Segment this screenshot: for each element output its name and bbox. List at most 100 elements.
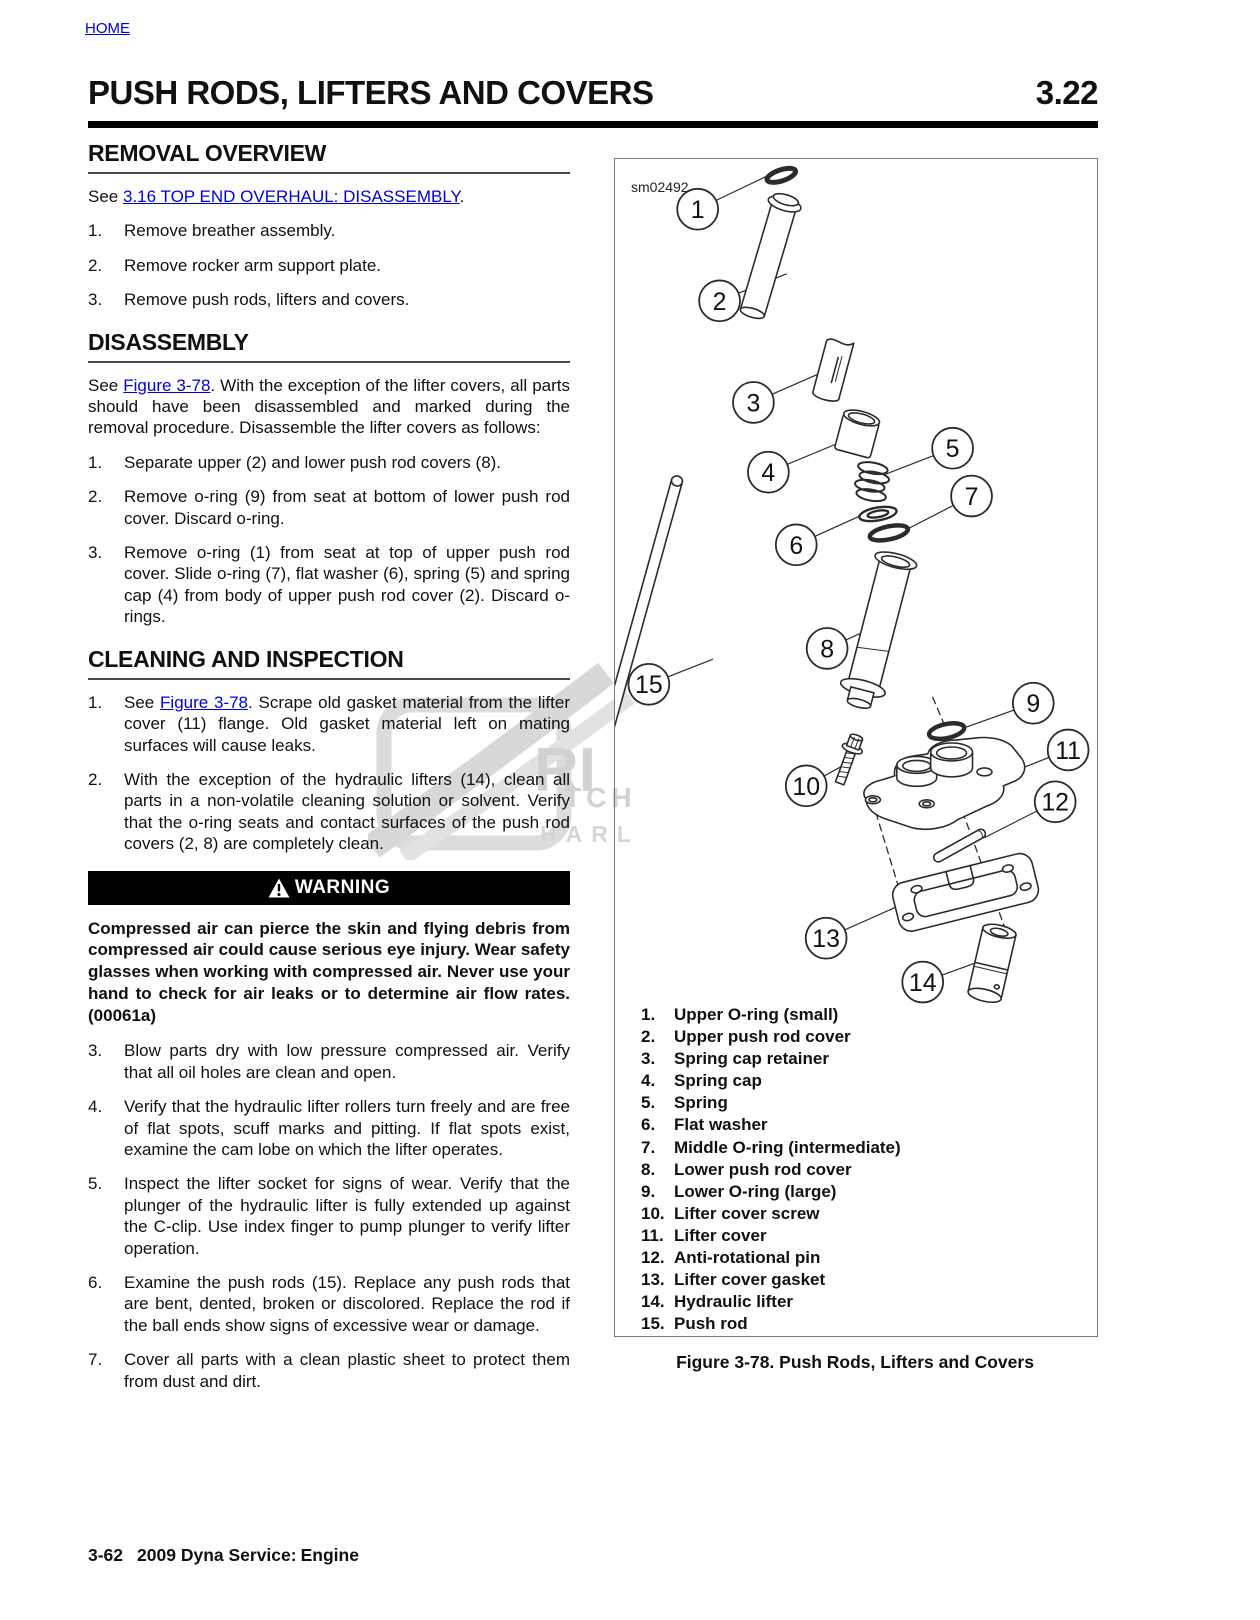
part-list-item: 8.Lower push rod cover bbox=[641, 1159, 1071, 1181]
callout-circle-3 bbox=[732, 381, 775, 424]
part-lower-o-ring bbox=[926, 721, 967, 742]
link-figure-3-78[interactable]: Figure 3-78 bbox=[160, 692, 249, 712]
callout-number: 2 bbox=[713, 288, 727, 316]
disassembly-step: 1. Separate upper (2) and lower push rod… bbox=[88, 452, 570, 473]
part-label: Lifter cover screw bbox=[674, 1203, 820, 1223]
part-number: 3. bbox=[641, 1049, 656, 1069]
part-list-item: 14.Hydraulic lifter bbox=[641, 1291, 1071, 1313]
part-list-item: 4.Spring cap bbox=[641, 1070, 1071, 1092]
part-lifter-cover bbox=[863, 736, 1026, 831]
removal-step: 3. Remove push rods, lifters and covers. bbox=[88, 289, 570, 310]
cleaning-step: 1. See Figure 3-78. Scrape old gasket ma… bbox=[88, 692, 570, 756]
home-link[interactable]: HOME bbox=[85, 20, 130, 37]
callout-circle-11 bbox=[1046, 728, 1090, 772]
step-text: Remove push rods, lifters and covers. bbox=[124, 290, 410, 310]
part-number: 7. bbox=[641, 1137, 656, 1157]
part-list-item: 11. Lifter cover bbox=[641, 1225, 1071, 1247]
part-label: Hydraulic lifter bbox=[674, 1292, 794, 1312]
callout-circle-5 bbox=[931, 426, 974, 470]
step-number: 3. bbox=[88, 1041, 103, 1061]
watermark-text-1: RI bbox=[534, 736, 596, 805]
part-label: Middle O-ring (intermediate) bbox=[674, 1137, 901, 1157]
callout-number: 10 bbox=[792, 773, 820, 801]
footer-page-number: 3-62 bbox=[88, 1545, 124, 1565]
part-lower-push-rod-cover bbox=[839, 551, 918, 710]
part-label: Spring cap bbox=[674, 1071, 762, 1091]
callout-numbers: 1 2 3 4 5 6 7 8 9 10 11 12 13 14 15 bbox=[635, 196, 1081, 997]
step-number: 3. bbox=[88, 543, 103, 563]
callout-number: 13 bbox=[812, 925, 840, 953]
part-spring-cap bbox=[834, 409, 881, 459]
part-list-item: 9.Lower O-ring (large) bbox=[641, 1181, 1071, 1203]
step-text: With the exception of the hydraulic lift… bbox=[124, 769, 570, 854]
step-text: Remove breather assembly. bbox=[124, 221, 336, 241]
step-number: 1. bbox=[88, 692, 103, 712]
part-list-item: 6. Flat washer bbox=[641, 1114, 1071, 1136]
section-number: 3.22 bbox=[1035, 74, 1099, 111]
part-number: 6. bbox=[641, 1115, 656, 1135]
part-upper-push-rod-cover bbox=[739, 192, 802, 320]
inspection-step: 7. Cover all parts with a clean plastic … bbox=[88, 1349, 570, 1392]
step-text: Remove o-ring (1) from seat at top of up… bbox=[124, 543, 570, 627]
part-list-item: 5.Spring bbox=[641, 1092, 1071, 1114]
part-label: Lifter cover bbox=[674, 1225, 767, 1245]
cleaning-step: 2. With the exception of the hydraulic l… bbox=[88, 769, 570, 855]
footer-book-title: 2009 Dyna Service: bbox=[137, 1545, 297, 1565]
callout-circle-6 bbox=[774, 523, 818, 567]
part-label: Flat washer bbox=[674, 1115, 768, 1135]
step-number: 3. bbox=[88, 290, 103, 310]
part-label: Lower O-ring (large) bbox=[674, 1181, 837, 1201]
callout-circle-12 bbox=[1033, 780, 1077, 824]
part-list-item: 12.Anti-rotational pin bbox=[641, 1247, 1071, 1269]
link-top-end-overhaul[interactable]: 3.16 TOP END OVERHAUL: DISASSEMBLY bbox=[122, 187, 460, 206]
part-number: 1. bbox=[641, 1005, 656, 1024]
part-anti-rotational-pin bbox=[932, 828, 987, 863]
step-text: Examine the push rods (15). Replace any … bbox=[124, 1272, 570, 1335]
page-footer: 3-62 2009 Dyna Service:Engine bbox=[88, 1545, 373, 1566]
callout-number: 6 bbox=[789, 532, 803, 560]
part-list-item: 13.Lifter cover gasket bbox=[641, 1269, 1071, 1291]
part-middle-o-ring bbox=[867, 523, 911, 543]
step-text: Remove rocker arm support plate. bbox=[124, 255, 381, 275]
figure-column: 1 2 3 4 5 6 7 8 9 10 11 12 13 14 15 s bbox=[614, 158, 1098, 1373]
step-number: 6. bbox=[88, 1272, 103, 1292]
link-figure-3-78[interactable]: Figure 3-78 bbox=[123, 375, 211, 395]
warning-label: WARNING bbox=[294, 876, 391, 898]
part-list-item: 1.Upper O-ring (small) bbox=[641, 1004, 1071, 1026]
part-list-item: 15.Push rod bbox=[641, 1313, 1071, 1335]
see-prefix: See bbox=[88, 187, 123, 206]
part-number: 2. bbox=[641, 1027, 656, 1047]
intro-suffix: . With the exception of the lifter cover… bbox=[88, 375, 570, 438]
callout-circle-8 bbox=[805, 627, 849, 670]
figure-image-code: sm02492 bbox=[631, 179, 689, 195]
see-prefix: See bbox=[124, 692, 161, 712]
part-spring bbox=[854, 461, 891, 503]
watermark-text-3: HARL bbox=[540, 821, 640, 847]
title-bar: PUSH RODS, LIFTERS AND COVERS 3.22 bbox=[88, 74, 1099, 112]
title-rule bbox=[88, 121, 1098, 128]
figure-box: 1 2 3 4 5 6 7 8 9 10 11 12 13 14 15 s bbox=[614, 158, 1098, 1337]
part-number: 11. bbox=[641, 1225, 664, 1245]
exploded-diagram: 1 2 3 4 5 6 7 8 9 10 11 12 13 14 15 bbox=[615, 165, 1090, 1004]
callout-circle-15 bbox=[627, 662, 671, 706]
step-text: Cover all parts with a clean plastic she… bbox=[124, 1350, 570, 1391]
step-text: Inspect the lifter socket for signs of w… bbox=[124, 1174, 570, 1258]
callout-circle-4 bbox=[747, 450, 790, 494]
part-push-rod bbox=[615, 475, 684, 809]
step-number: 2. bbox=[88, 487, 103, 507]
part-number: 15. bbox=[641, 1314, 665, 1334]
part-flat-washer bbox=[858, 505, 898, 523]
watermark-logo: RI TCH HARL bbox=[368, 662, 640, 860]
inspection-step: 5. Inspect the lifter socket for signs o… bbox=[88, 1173, 570, 1259]
figure-parts-list: 1.Upper O-ring (small) 2.Upper push rod … bbox=[641, 1004, 1071, 1335]
heading-cleaning-inspection: CLEANING AND INSPECTION bbox=[88, 646, 570, 680]
step-number: 5. bbox=[88, 1174, 103, 1194]
part-list-item: 7. Middle O-ring (intermediate) bbox=[641, 1137, 1071, 1159]
footer-section-name: Engine bbox=[300, 1545, 359, 1565]
part-list-item: 10.Lifter cover screw bbox=[641, 1203, 1071, 1225]
callout-circle-13 bbox=[804, 916, 848, 960]
callout-circle-2 bbox=[698, 279, 741, 323]
part-number: 12. bbox=[641, 1248, 665, 1268]
callout-circle-10 bbox=[784, 764, 828, 808]
